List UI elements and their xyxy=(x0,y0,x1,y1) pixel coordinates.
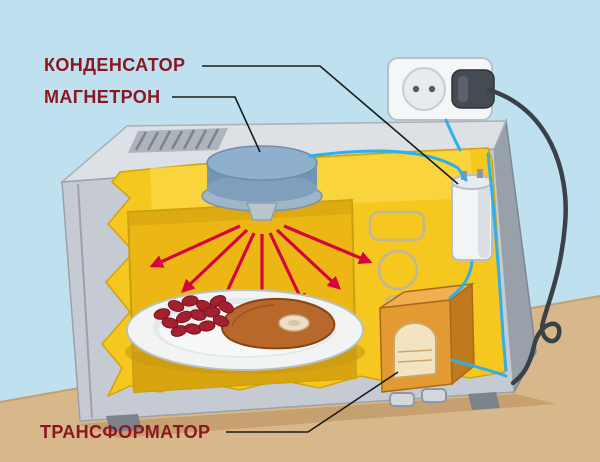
magnetron-illustration xyxy=(201,145,323,221)
magnetron-label-line xyxy=(172,96,261,153)
button xyxy=(421,388,447,403)
socket-hole xyxy=(412,85,420,93)
magnetron-label: МАГНЕТРОН xyxy=(44,87,161,107)
vent-grille xyxy=(128,128,228,153)
transformer-side xyxy=(449,282,475,386)
capacitor-terminal xyxy=(477,169,483,178)
power-plug xyxy=(451,69,495,109)
foot xyxy=(106,414,142,432)
wiring xyxy=(308,118,508,378)
button xyxy=(389,392,415,407)
door-frame-edge xyxy=(77,183,93,419)
label-connectors xyxy=(172,65,459,433)
front-buttons xyxy=(389,388,447,407)
microwave-oven xyxy=(59,118,537,432)
foot xyxy=(468,392,500,410)
capacitor-illustration xyxy=(451,169,493,261)
transformer-illustration xyxy=(379,282,475,393)
wall-socket xyxy=(387,57,495,121)
waveguide-antenna xyxy=(245,202,279,221)
capacitor-label: КОНДЕНСАТОР xyxy=(44,55,186,75)
transformer-label-line xyxy=(226,371,399,433)
food-plate xyxy=(125,289,365,374)
magnetron-top xyxy=(206,145,318,181)
display-outline xyxy=(368,210,426,242)
capacitor-label-line xyxy=(202,65,459,185)
dial-outline xyxy=(377,249,419,291)
steak xyxy=(220,297,336,350)
socket-hole xyxy=(428,85,436,93)
transformer-label: ТРАНСФОРМАТОР xyxy=(40,422,211,442)
beans xyxy=(153,295,234,337)
power-cord xyxy=(486,87,568,386)
microwave-shadow xyxy=(78,394,556,438)
